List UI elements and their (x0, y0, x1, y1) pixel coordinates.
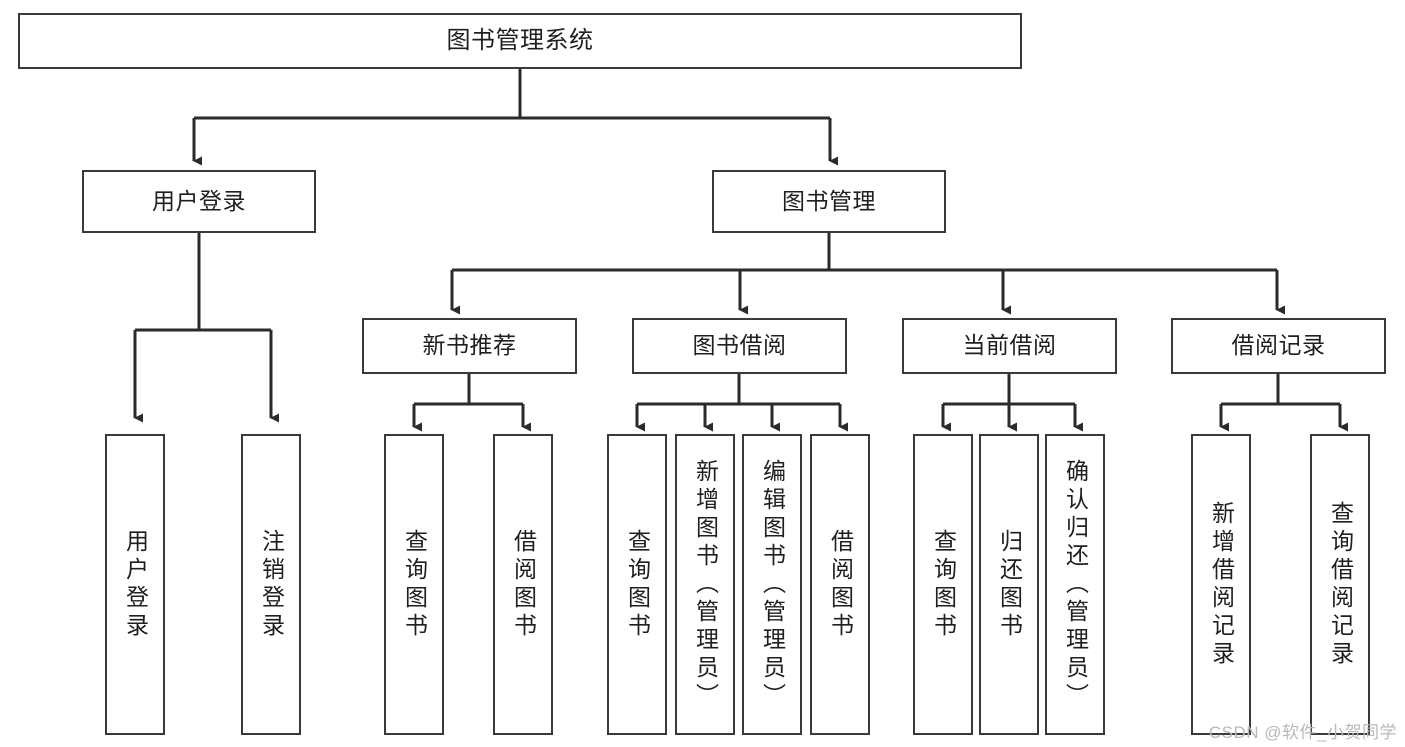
node-label: 归还图书 (996, 528, 1023, 641)
node-label: 新书推荐 (422, 332, 517, 359)
node-label: 编辑图书（管理员） (759, 458, 786, 711)
node-label: 注销登录 (258, 528, 285, 641)
node-label: 查询借阅记录 (1327, 500, 1354, 669)
node-label: 用户登录 (122, 528, 149, 641)
node-label: 查询图书 (930, 528, 957, 641)
leaf-return-books[interactable]: 归还图书 (979, 434, 1039, 735)
node-book-management[interactable]: 图书管理 (712, 170, 946, 233)
node-label: 用户登录 (152, 187, 246, 214)
node-label: 查询图书 (624, 528, 651, 641)
node-current-borrow[interactable]: 当前借阅 (902, 318, 1117, 374)
leaf-query-books-recommend[interactable]: 查询图书 (384, 434, 444, 735)
node-new-book-recommendation[interactable]: 新书推荐 (362, 318, 577, 374)
node-label: 借阅图书 (510, 528, 537, 641)
leaf-add-book-admin[interactable]: 新增图书（管理员） (675, 434, 735, 735)
leaf-query-borrow-record[interactable]: 查询借阅记录 (1310, 434, 1370, 735)
node-label: 图书管理 (782, 187, 876, 214)
node-user-login[interactable]: 用户登录 (82, 170, 316, 233)
node-book-borrow[interactable]: 图书借阅 (632, 318, 847, 374)
node-label: 图书借阅 (692, 332, 787, 359)
node-label: 新增图书（管理员） (692, 458, 719, 711)
node-label: 借阅图书 (827, 528, 854, 641)
leaf-edit-book-admin[interactable]: 编辑图书（管理员） (742, 434, 802, 735)
csdn-watermark: CSDN @软件_小贺同学 (1208, 723, 1397, 742)
leaf-confirm-return-admin[interactable]: 确认归还（管理员） (1045, 434, 1105, 735)
node-label: 查询图书 (401, 528, 428, 641)
leaf-query-books-current[interactable]: 查询图书 (913, 434, 973, 735)
leaf-user-login[interactable]: 用户登录 (105, 434, 165, 735)
node-label: 图书管理系统 (446, 26, 594, 54)
node-label: 确认归还（管理员） (1062, 458, 1089, 711)
node-label: 借阅记录 (1231, 332, 1326, 359)
node-root-system[interactable]: 图书管理系统 (18, 13, 1022, 69)
leaf-add-borrow-record[interactable]: 新增借阅记录 (1191, 434, 1251, 735)
leaf-borrow-books[interactable]: 借阅图书 (810, 434, 870, 735)
leaf-query-books-borrow[interactable]: 查询图书 (607, 434, 667, 735)
node-label: 新增借阅记录 (1208, 500, 1235, 669)
leaf-borrow-books-recommend[interactable]: 借阅图书 (493, 434, 553, 735)
node-borrow-records[interactable]: 借阅记录 (1171, 318, 1386, 374)
node-label: 当前借阅 (962, 332, 1057, 359)
leaf-logout[interactable]: 注销登录 (241, 434, 301, 735)
